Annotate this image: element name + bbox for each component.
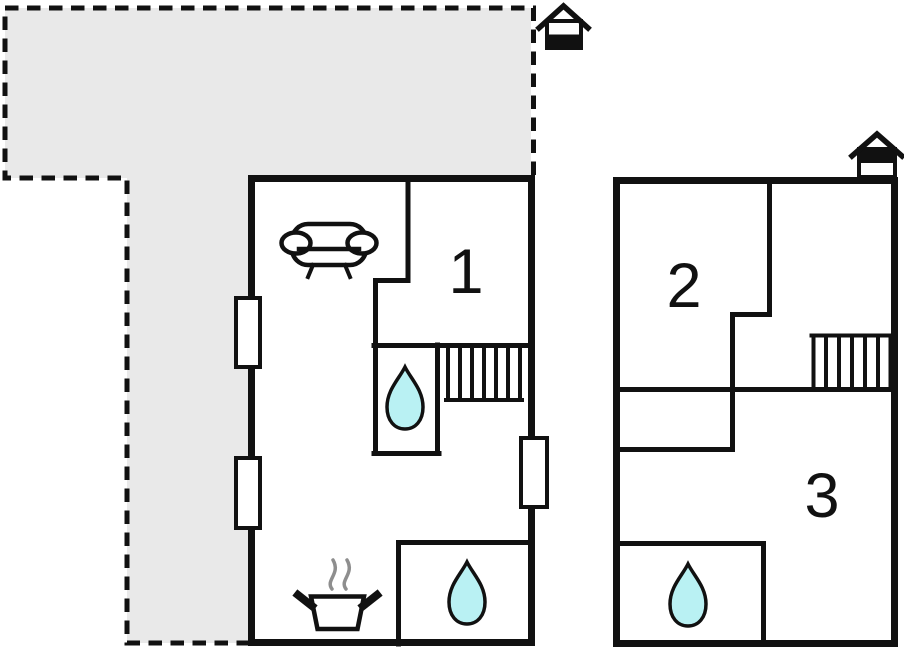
house-roof xyxy=(848,130,904,160)
house-body-border xyxy=(545,19,583,50)
steam-line xyxy=(328,558,337,591)
room-label-2: 2 xyxy=(666,251,701,321)
stairs-icon xyxy=(809,333,894,389)
terrace xyxy=(2,5,536,646)
upper-floor-plan: 2 3 xyxy=(613,177,898,647)
house-roof xyxy=(535,2,592,32)
interior-wall xyxy=(396,540,534,647)
stair-treads xyxy=(446,346,522,402)
room-label-3: 3 xyxy=(804,461,839,531)
pot-handle xyxy=(357,589,383,612)
window-marker xyxy=(234,296,262,369)
upper-floor-house-icon xyxy=(848,130,904,179)
water-drop-icon xyxy=(447,558,487,626)
ground-floor-house-icon xyxy=(535,2,592,50)
interior-wall xyxy=(373,177,411,456)
window-marker xyxy=(234,456,262,530)
water-drop-icon xyxy=(385,363,425,431)
stairs-icon xyxy=(444,346,524,402)
pot-handle xyxy=(292,589,318,612)
terrace-area xyxy=(5,8,531,643)
water-drop-icon xyxy=(668,560,708,628)
interior-wall xyxy=(730,179,772,452)
dashed-terrace-outline xyxy=(2,5,536,646)
ground-floor-plan: 1 xyxy=(234,175,549,647)
house-body-filled-half xyxy=(547,34,581,48)
pot-body xyxy=(308,594,367,632)
house-body-filled-half xyxy=(859,149,895,163)
interior-wall xyxy=(615,541,766,646)
upper-floor-outer-wall xyxy=(613,177,898,647)
sofa-icon xyxy=(279,221,379,280)
room-label-1: 1 xyxy=(448,237,483,307)
stove-icon xyxy=(292,558,383,632)
steam-line xyxy=(342,558,351,591)
window-marker xyxy=(519,436,549,509)
stair-treads xyxy=(811,333,893,389)
house-body-border xyxy=(857,147,897,179)
